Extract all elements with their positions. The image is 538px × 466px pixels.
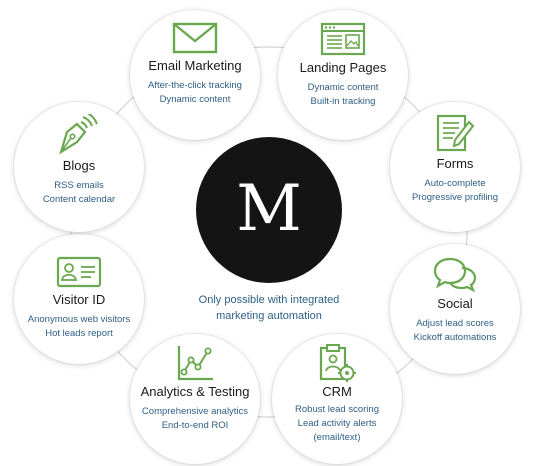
node-crm: CRM Robust lead scoring Lead activity al… [272,334,402,464]
logo-letter: M [236,172,302,246]
id-card-icon [14,234,144,288]
caption-line: Only possible with integrated [198,294,340,306]
node-title: Landing Pages [299,60,387,75]
node-detail: Comprehensive analytics [141,406,249,417]
node-visitor-id: Visitor ID Anonymous web visitors Hot le… [14,234,144,364]
node-detail: RSS emails [54,180,104,191]
node-title: Blogs [62,158,96,173]
node-title: Analytics & Testing [140,384,250,399]
node-detail: (email/text) [313,432,361,443]
node-detail: Anonymous web visitors [27,314,131,325]
node-title: Visitor ID [52,292,106,307]
browser-window-icon [278,10,408,56]
node-detail: Progressive profiling [411,192,499,203]
node-detail: Dynamic content [159,94,231,105]
node-detail: After-the-click tracking [148,80,242,91]
chat-bubbles-icon [390,244,520,292]
node-detail: Content calendar [42,194,116,205]
center-caption: Only possible with integrated marketing … [179,292,359,324]
node-detail: Adjust lead scores [416,318,494,329]
node-blogs: Blogs RSS emails Content calendar [14,102,144,232]
node-detail: Kickoff automations [413,332,497,343]
node-email-marketing: Email Marketing After-the-click tracking… [130,10,260,140]
node-forms: Forms Auto-complete Progressive profilin… [390,102,520,232]
pen-nib-rss-icon [14,102,144,154]
node-landing-pages: Landing Pages Dynamic content Built-in t… [278,10,408,140]
caption-line: marketing automation [216,310,322,322]
node-detail: Auto-complete [424,178,486,189]
form-pencil-icon [390,102,520,152]
node-title: Social [437,296,473,311]
clipboard-gear-icon [272,334,402,382]
node-detail: Lead activity alerts [297,418,377,429]
node-title: CRM [322,384,352,399]
envelope-icon [130,10,260,54]
node-detail: Robust lead scoring [295,404,379,415]
node-detail: End-to-end ROI [161,420,229,431]
center-logo: M [196,137,342,283]
node-detail: Hot leads report [45,328,113,339]
node-title: Forms [436,156,474,171]
line-chart-icon [130,334,260,382]
node-title: Email Marketing [148,58,242,73]
node-detail: Dynamic content [307,82,379,93]
node-detail: Built-in tracking [310,96,376,107]
node-social: Social Adjust lead scores Kickoff automa… [390,244,520,374]
node-analytics-testing: Analytics & Testing Comprehensive analyt… [130,334,260,464]
